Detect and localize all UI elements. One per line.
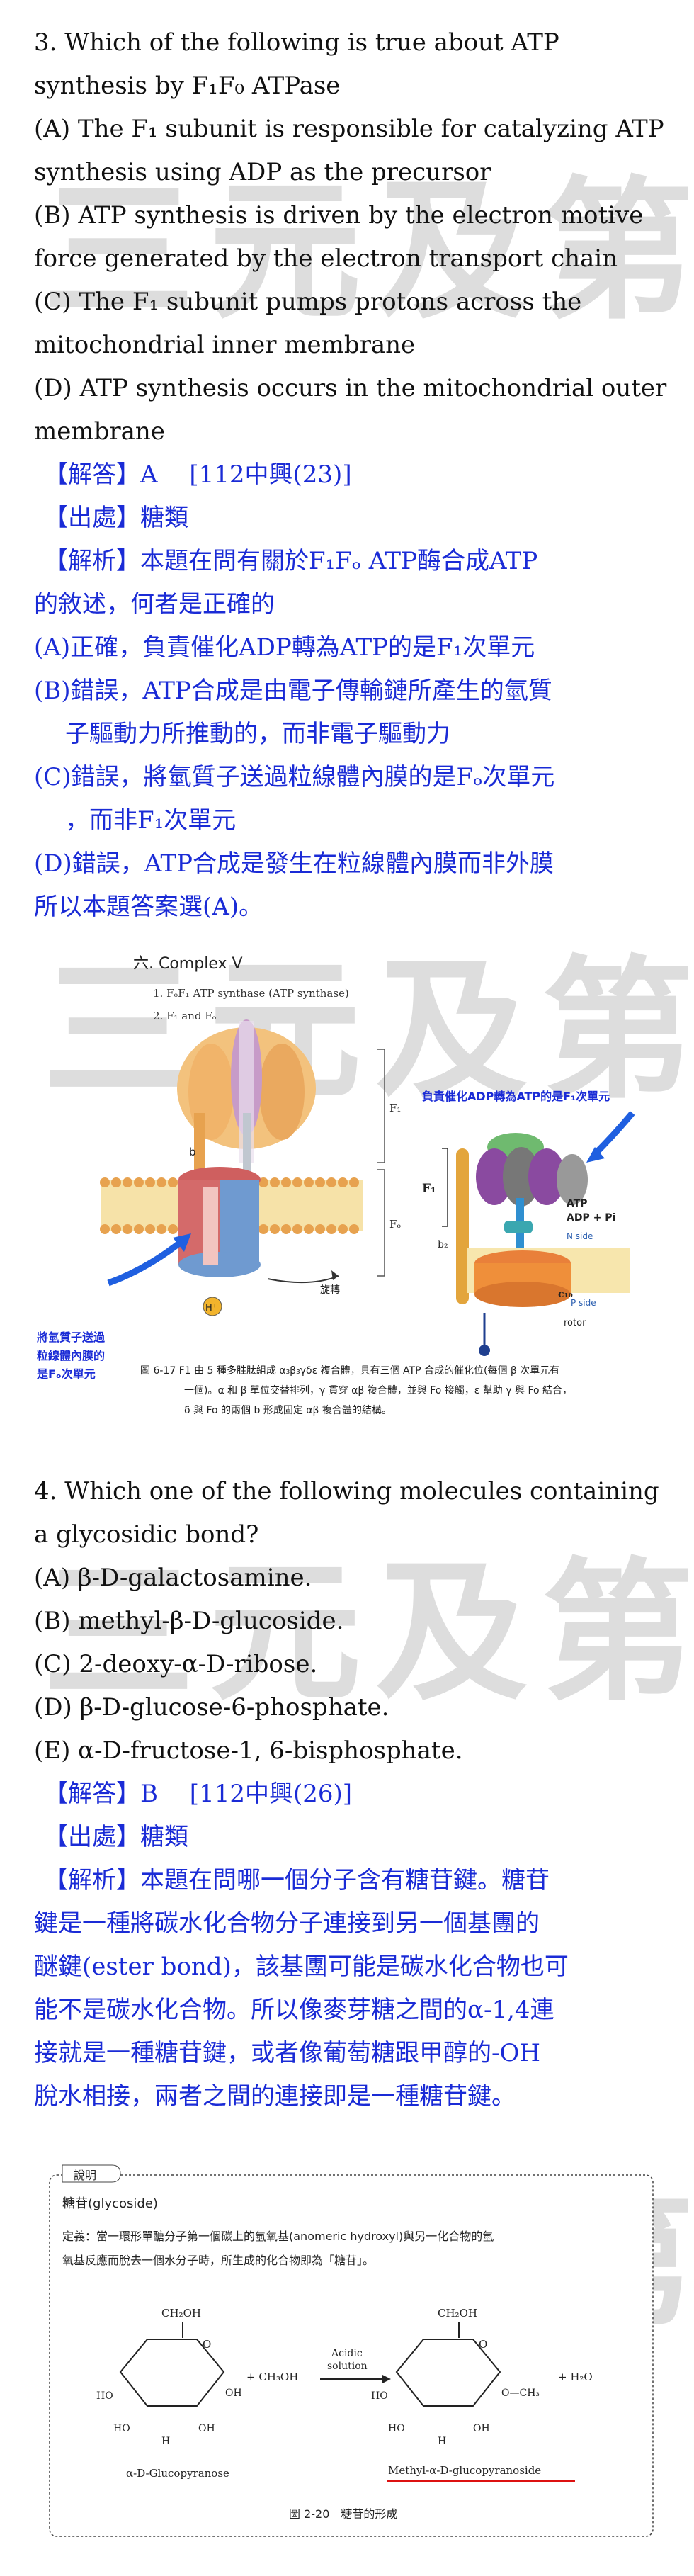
question-3: 3. Which of the following is true about … [34, 21, 671, 929]
explanation-line: (A)正確，負責催化ADP轉為ATP的是F₁次單元 [34, 633, 535, 662]
explanation-line: 接就是一種糖苷鍵，或者像葡萄糖跟甲醇的-OH [34, 2039, 541, 2067]
condition-label: solution [327, 2361, 368, 2372]
explanation-line: 【解析】本題在問哪一個分子含有糖苷鍵。糖苷 [44, 1866, 550, 1894]
note-fo: 是Fₒ次單元 [36, 1367, 96, 1381]
explanation-line: (B)錯誤，ATP合成是由電子傳輸鏈所產生的氫質 [34, 677, 552, 705]
svg-text:HO: HO [113, 2423, 130, 2434]
option-d: (D) ATP synthesis occurs in the mitochon… [34, 374, 667, 402]
svg-text:F₁: F₁ [422, 1182, 436, 1196]
source-line: 【出處】糖類 [44, 1823, 188, 1851]
svg-text:Fₒ: Fₒ [389, 1218, 401, 1231]
glycoside-figure: 說明 糖苷(glycoside) 定義：當一環形單醣分子第一個碳上的氫氧基(an… [49, 2164, 654, 2537]
watermark: 三元及第 [42, 942, 694, 1119]
svg-text:rotor: rotor [564, 1318, 586, 1328]
note-fo: 粒線體內膜的 [37, 1349, 105, 1362]
explanation-line: 脫水相接，兩者之間的連接即是一種糖苷鍵。 [34, 2082, 516, 2111]
question-text: synthesis by F₁F₀ ATPase [34, 72, 341, 100]
explanation-line: 所以本題答案選(A)。 [34, 893, 263, 921]
svg-text:ADP + Pi: ADP + Pi [567, 1212, 615, 1224]
option-d: (D) β-D-glucose-6-phosphate. [34, 1693, 389, 1722]
option-c: mitochondrial inner membrane [34, 331, 416, 359]
membrane-illustration: b F₁ Fₒ 旋轉 H⁺ [100, 1019, 401, 1316]
svg-text:P side: P side [571, 1298, 596, 1308]
option-b: (B) ATP synthesis is driven by the elect… [34, 201, 644, 230]
option-c: (C) 2-deoxy-α-D-ribose. [34, 1650, 318, 1678]
svg-text:O—CH₃: O—CH₃ [501, 2388, 540, 2399]
glycoside-title: 糖苷(glycoside) [62, 2196, 158, 2211]
watermark: 三元及第 [42, 162, 694, 340]
option-c: (C) The F₁ subunit pumps protons across … [34, 288, 582, 316]
svg-text:b: b [189, 1146, 196, 1158]
explanation-line: (C)錯誤，將氫質子送過粒線體內膜的是Fₒ次單元 [34, 763, 555, 791]
explanation-line: (D)錯誤，ATP合成是發生在粒線體內膜而非外膜 [34, 849, 554, 878]
condition-label: Acidic [331, 2348, 363, 2359]
page-content: 3. Which of the following is true about … [34, 21, 671, 2546]
glucopyranose-structure [119, 2322, 225, 2407]
svg-text:旋轉: 旋轉 [320, 1284, 340, 1296]
product-name: Methyl-α-D-glucopyranoside [388, 2464, 541, 2477]
answer-line: 【解答】B [112中興(26)] [44, 1780, 353, 1808]
figure-subheading: 1. FₒF₁ ATP synthase (ATP synthase) [153, 987, 349, 1000]
figure-caption: 一個)。α 和 β 單位交替排列，γ 貫穿 αβ 複合體，並與 Fo 接觸，ε … [184, 1384, 572, 1396]
figure-caption: δ 與 Fo 的兩個 b 形成固定 αβ 複合體的結構。 [184, 1404, 392, 1416]
svg-text:O: O [203, 2338, 211, 2351]
definition-text: 氧基反應而脫去一個水分子時，所生成的化合物即為「糖苷」。 [62, 2254, 374, 2267]
svg-text:b₂: b₂ [438, 1239, 448, 1250]
svg-text:c₁₀: c₁₀ [558, 1289, 573, 1300]
reagent-label: + CH₃OH [246, 2371, 298, 2383]
svg-text:OH: OH [225, 2388, 242, 2399]
figure-subheading: 2. F₁ and Fₒ [153, 1010, 217, 1022]
question-text: 3. Which of the following is true about … [34, 28, 559, 57]
svg-text:H⁺: H⁺ [205, 1303, 217, 1314]
explain-badge: 說明 [74, 2169, 96, 2182]
reactant-name: α-D-Glucopyranose [126, 2467, 229, 2480]
note-f1: 負責催化ADP轉為ATP的是F₁次單元 [422, 1090, 610, 1103]
question-text: a glycosidic bond? [34, 1520, 259, 1549]
figure-caption: 圖 2-20 糖苷的形成 [289, 2507, 397, 2521]
svg-text:N side: N side [567, 1231, 593, 1241]
option-b: force generated by the electron transpor… [34, 244, 618, 273]
option-d: membrane [34, 417, 165, 446]
atp-synthase-schematic: F₁ b₂ ATP ADP + Pi N side c₁₀ P side rot… [422, 1111, 635, 1356]
definition-text: 定義：當一環形單醣分子第一個碳上的氫氧基(anomeric hydroxyl)與… [62, 2230, 494, 2243]
svg-text:H: H [161, 2436, 170, 2447]
option-a: (A) β-D-galactosamine. [34, 1564, 312, 1592]
figure-heading: 六. Complex V [133, 955, 243, 973]
explanation-line: 鍵是一種將碳水化合物分子連接到另一個基團的 [34, 1909, 540, 1938]
answer-line: 【解答】A [112中興(23)] [44, 461, 352, 489]
option-e: (E) α-D-fructose-1, 6-bisphosphate. [34, 1736, 463, 1765]
svg-text:ATP: ATP [567, 1198, 588, 1209]
option-a: synthesis using ADP as the precursor [34, 158, 491, 186]
svg-text:F₁: F₁ [389, 1102, 401, 1114]
svg-text:HO: HO [96, 2390, 113, 2402]
explanation-line: 能不是碳水化合物。所以像麥芽糖之間的α-1,4連 [34, 1996, 554, 2024]
svg-text:O: O [479, 2338, 487, 2351]
explanation-line: 的敘述，何者是正確的 [34, 590, 275, 618]
explanation-line: ，而非F₁次單元 [65, 806, 237, 835]
svg-text:H: H [438, 2436, 446, 2447]
svg-text:CH₂OH: CH₂OH [161, 2307, 201, 2320]
svg-text:OH: OH [473, 2423, 490, 2434]
source-line: 【出處】糖類 [44, 504, 188, 532]
byproduct-label: + H₂O [558, 2371, 593, 2383]
watermark: 三元及第 [42, 1544, 694, 1722]
explanation-line: 【解析】本題在問有關於F₁Fₒ ATP酶合成ATP [44, 547, 538, 575]
explanation-line: 子驅動力所推動的，而非電子驅動力 [65, 720, 450, 748]
methyl-glucopyranoside-structure [395, 2322, 501, 2407]
option-b: (B) methyl-β-D-glucoside. [34, 1607, 344, 1635]
explanation-line: 醚鍵(ester bond)，該基團可能是碳水化合物也可 [34, 1953, 569, 1981]
atp-synthase-figure: 六. Complex V 1. FₒF₁ ATP synthase (ATP s… [36, 955, 635, 1416]
note-fo: 將氫質子送過 [37, 1331, 106, 1344]
question-text: 4. Which one of the following molecules … [34, 1477, 659, 1506]
svg-text:OH: OH [198, 2423, 215, 2434]
svg-text:HO: HO [388, 2423, 405, 2434]
svg-text:HO: HO [371, 2390, 388, 2402]
figure-caption: 圖 6-17 F1 由 5 種多胜肽組成 α₃β₃γδε 複合體，具有三個 AT… [140, 1365, 559, 1377]
option-a: (A) The F₁ subunit is responsible for ca… [34, 115, 664, 143]
question-4: 4. Which one of the following molecules … [34, 1470, 671, 2118]
svg-text:CH₂OH: CH₂OH [438, 2307, 477, 2320]
